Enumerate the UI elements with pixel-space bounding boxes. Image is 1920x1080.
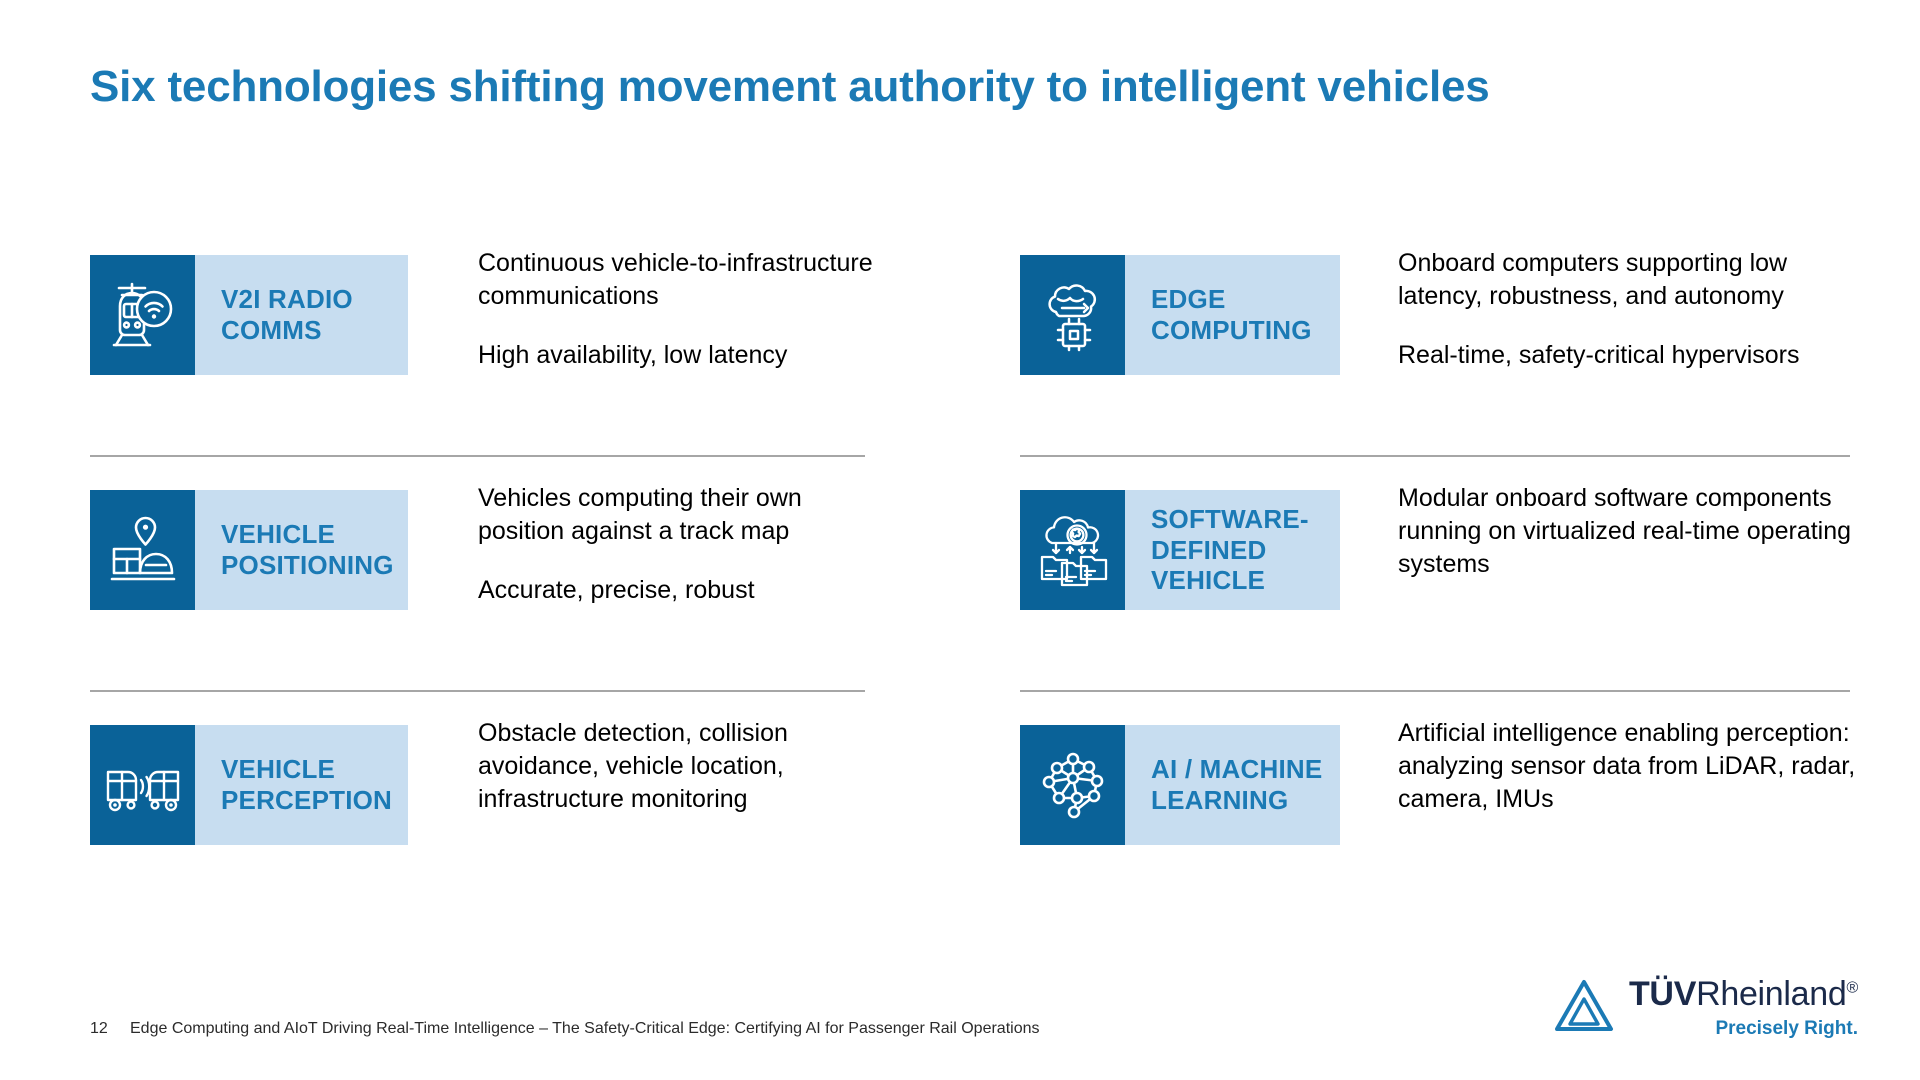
grid-column-right: EDGE COMPUTING Onboard computers support… [1020, 249, 1875, 885]
page-number: 12 [90, 1020, 108, 1037]
technology-grid: V2I RADIO COMMS Continuous vehicle-to-in… [90, 249, 1855, 885]
cloud-gear-modules-icon [1020, 490, 1125, 610]
brain-cloud-chip-icon [1020, 255, 1125, 375]
card-label-tile: AI / MACHINE LEARNING [1125, 725, 1340, 845]
logo-tagline: Precisely Right. [1715, 1018, 1858, 1039]
card-label-tile: VEHICLE PERCEPTION [195, 725, 408, 845]
card-paragraph: Vehicles computing their own position ag… [478, 484, 802, 545]
card-label: VEHICLE POSITIONING [221, 519, 394, 580]
tuv-rheinland-logo: TÜVRheinland® Precisely Right. [1553, 975, 1859, 1040]
grid-column-left: V2I RADIO COMMS Continuous vehicle-to-in… [90, 249, 945, 885]
card-label: VEHICLE PERCEPTION [221, 754, 393, 815]
page-title: Six technologies shifting movement autho… [90, 62, 1490, 111]
row-divider [90, 455, 865, 457]
card-label-tile: V2I RADIO COMMS [195, 255, 408, 375]
card-vehicle-perception[interactable]: VEHICLE PERCEPTION Obstacle detection, c… [90, 719, 945, 910]
tuv-rheinland-triangle-icon [1553, 977, 1615, 1040]
logo-registered-mark: ® [1846, 979, 1859, 997]
card-paragraph: Onboard computers supporting low latency… [1398, 249, 1788, 310]
card-paragraph: Modular onboard software components runn… [1398, 484, 1852, 578]
card-vehicle-positioning[interactable]: VEHICLE POSITIONING Vehicles computing t… [90, 484, 945, 675]
card-body: Onboard computers supporting low latency… [1398, 247, 1878, 372]
card-body: Continuous vehicle-to-infrastructure com… [478, 247, 878, 372]
card-paragraph: Real-time, safety-critical hypervisors [1398, 341, 1800, 369]
logo-brand-light: Rheinland [1696, 975, 1847, 1014]
card-paragraph: Artificial intelligence enabling percept… [1398, 719, 1856, 813]
card-label: V2I RADIO COMMS [221, 284, 353, 345]
card-label: EDGE COMPUTING [1151, 284, 1312, 345]
card-label: AI / MACHINE LEARNING [1151, 754, 1323, 815]
footer-text: Edge Computing and AIoT Driving Real-Tim… [130, 1020, 1040, 1037]
train-map-pin-icon [90, 490, 195, 610]
card-software-defined-vehicle[interactable]: SOFTWARE-DEFINED VEHICLE Modular onboard… [1020, 484, 1875, 675]
logo-brand: TÜVRheinland® [1628, 975, 1859, 1014]
card-paragraph: Continuous vehicle-to-infrastructure com… [478, 249, 873, 310]
card-body: Obstacle detection, collision avoidance,… [478, 717, 878, 816]
card-label-tile: SOFTWARE-DEFINED VEHICLE [1125, 490, 1340, 610]
slide-footer: 12 Edge Computing and AIoT Driving Real-… [90, 1020, 1039, 1038]
row-divider [1020, 455, 1850, 457]
card-body: Artificial intelligence enabling percept… [1398, 717, 1878, 816]
card-label: SOFTWARE-DEFINED VEHICLE [1151, 503, 1309, 596]
card-body: Vehicles computing their own position ag… [478, 482, 878, 607]
card-label-tile: EDGE COMPUTING [1125, 255, 1340, 375]
card-ai-machine-learning[interactable]: AI / MACHINE LEARNING Artificial intelli… [1020, 719, 1875, 910]
card-body: Modular onboard software components runn… [1398, 482, 1878, 581]
row-divider [1020, 690, 1850, 692]
card-v2i-radio-comms[interactable]: V2I RADIO COMMS Continuous vehicle-to-in… [90, 249, 945, 440]
card-edge-computing[interactable]: EDGE COMPUTING Onboard computers support… [1020, 249, 1875, 440]
train-wifi-icon [90, 255, 195, 375]
card-paragraph: High availability, low latency [478, 341, 788, 369]
card-label-tile: VEHICLE POSITIONING [195, 490, 408, 610]
card-paragraph: Obstacle detection, collision avoidance,… [478, 719, 788, 813]
card-paragraph: Accurate, precise, robust [478, 576, 755, 604]
two-vehicles-radar-icon [90, 725, 195, 845]
row-divider [90, 690, 865, 692]
logo-wordmark: TÜVRheinland® Precisely Right. [1628, 975, 1859, 1040]
neural-network-icon [1020, 725, 1125, 845]
logo-brand-bold: TÜV [1628, 975, 1697, 1014]
